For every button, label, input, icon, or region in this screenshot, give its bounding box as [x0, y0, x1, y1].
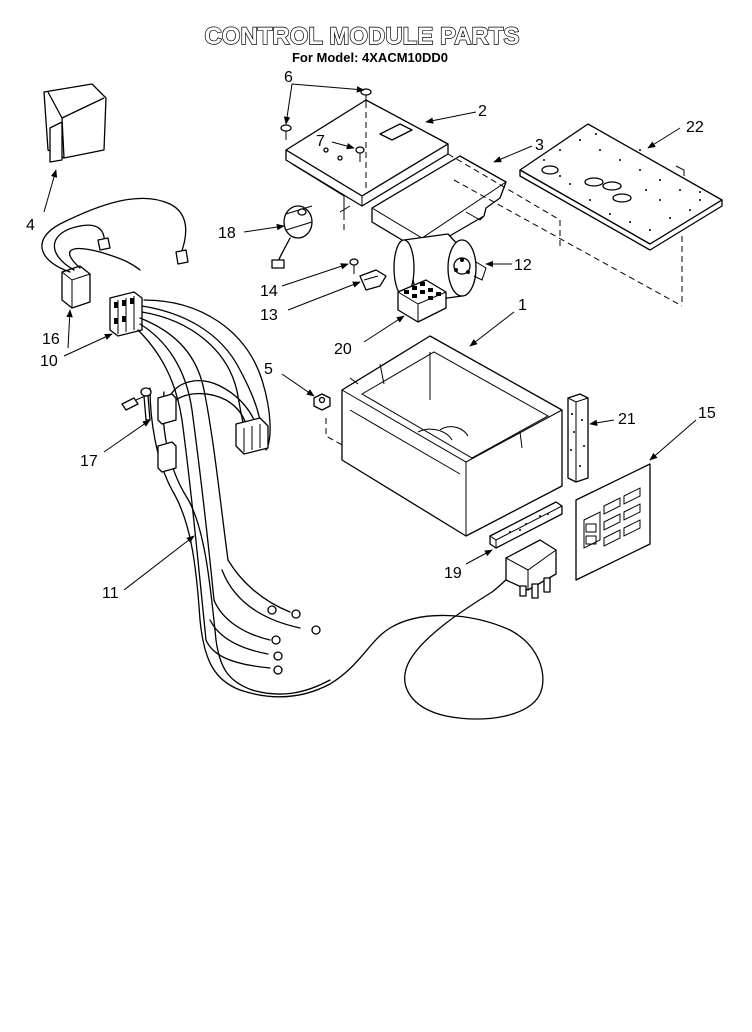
callout-label: 18: [218, 225, 236, 242]
part-19-strip: [489, 501, 563, 549]
callout-leaders: [43, 83, 697, 591]
diagram-title: CONTROL MODULE PARTS: [204, 23, 519, 50]
callout-label: 7: [316, 133, 325, 150]
callout-label: 17: [80, 453, 98, 470]
part-5-nut: [313, 393, 331, 411]
callout-label: 22: [686, 119, 704, 136]
callout-label: 20: [334, 341, 352, 358]
part-22-insulation-pad: [519, 123, 723, 251]
assembly-guide-lines: [325, 102, 683, 447]
part-1-housing: [341, 335, 563, 537]
callout-label: 1: [518, 297, 527, 314]
part-13-clip: [359, 269, 387, 291]
callout-label: 2: [478, 103, 487, 120]
callout-label: 12: [514, 257, 532, 274]
part-7-screw: [323, 146, 365, 162]
callout-label: 10: [40, 353, 58, 370]
part-2-top-cover: [285, 99, 449, 214]
callout-label: 19: [444, 565, 462, 582]
callout-label: 4: [26, 217, 35, 234]
callout-labels: 1 2 3 4 5 6 7 10 11 12 13 14 15 16 17 18…: [26, 69, 716, 602]
part-19-power-plug: [505, 539, 557, 599]
callout-label: 3: [535, 137, 544, 154]
callout-label: 16: [42, 331, 60, 348]
part-11-ring-terminals: [267, 605, 321, 675]
diagram-subtitle: For Model: 4XACM10DD0: [292, 50, 448, 65]
callout-label: 21: [618, 411, 636, 428]
part-14-screw: [349, 258, 359, 274]
part-6-screw-left: [280, 124, 292, 140]
part-4-bracket: [43, 83, 107, 163]
part-11-wire-harness: [137, 299, 544, 720]
part-18-motor: [271, 205, 313, 269]
callout-label: 6: [284, 69, 293, 86]
part-17-ground-screw: [121, 387, 152, 421]
part-20-terminal-strip: [397, 279, 447, 323]
part-16-relay-box: [61, 265, 91, 309]
callout-label: 15: [698, 405, 716, 422]
part-16-wires: [41, 197, 189, 273]
part-10-terminal-block: [109, 291, 143, 337]
part-15-control-panel: [575, 463, 651, 581]
part-11-connector: [235, 417, 269, 455]
part-22-speckle: [543, 133, 701, 231]
part-6-screw-top: [360, 88, 372, 102]
callout-label: 11: [102, 585, 119, 602]
callout-label: 5: [264, 361, 273, 378]
part-17-plug-connectors: [157, 393, 177, 473]
part-21-foam-strip: [567, 393, 589, 483]
callout-label: 14: [260, 283, 278, 300]
callout-label: 13: [260, 307, 278, 324]
